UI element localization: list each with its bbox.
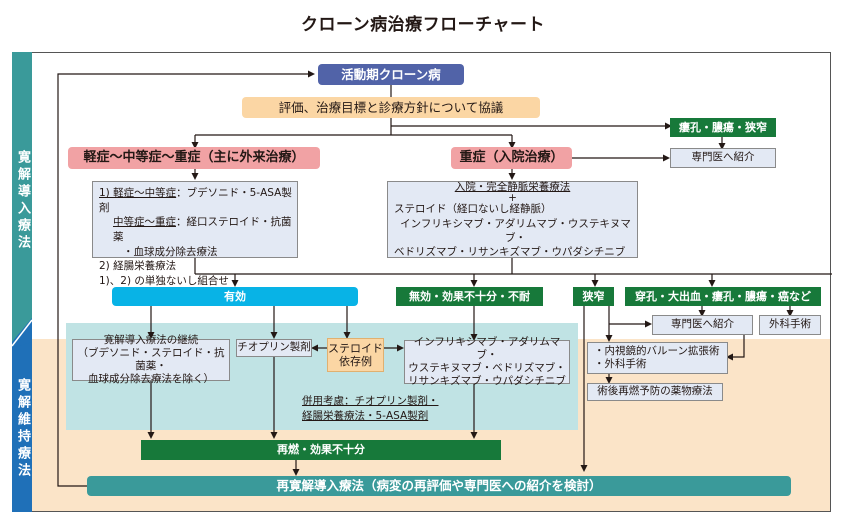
thiopurine-box: チオプリン製剤 bbox=[236, 339, 312, 357]
balloon-surgery-box: ・内視鏡的バルーン拡張術 ・外科手術 bbox=[587, 342, 728, 374]
induction-phase-label: 寛解導入療法 bbox=[15, 150, 30, 252]
referral-specialist-node-mid: 専門医へ紹介 bbox=[652, 315, 753, 335]
induction-phase-sidebar bbox=[12, 52, 32, 342]
mild-treatment-box: 1) 軽症～中等症：ブデソニド・5-ASA製剤 中等症～重症：経口ステロイド・抗… bbox=[92, 181, 298, 287]
page-title: クローン病治療フローチャート bbox=[301, 15, 545, 35]
reinduction-node: 再寛解導入療法（病変の再評価や専門医への紹介を検討） bbox=[87, 476, 791, 496]
maintenance-phase-label: 寛解維持療法 bbox=[15, 378, 30, 480]
severe-line5: ベドリズマブ・リサンキズマブ・ウパダシチニブ bbox=[394, 245, 626, 258]
note-line1: 併用考慮：チオプリン製剤・ bbox=[302, 395, 439, 407]
moderate-label: 中等症～重症 bbox=[113, 216, 176, 229]
continue-line3: 血球成分除去療法を除く） bbox=[88, 373, 214, 386]
loop-arrow bbox=[57, 70, 315, 487]
postop-prevention-box: 術後再燃予防の薬物療法 bbox=[587, 383, 723, 401]
active-crohns-node: 活動期クローン病 bbox=[318, 64, 464, 85]
severe-line1: 入院・完全静脈栄養療法 bbox=[454, 180, 571, 193]
severe-treatment-box: 入院・完全静脈栄養療法 + ステロイド（経口ないし経静脈） インフリキシマブ・ア… bbox=[387, 181, 638, 258]
biologics-line3: リサンキズマブ・ウパダシチニブ bbox=[408, 375, 566, 388]
stenosis-node: 狭窄 bbox=[573, 287, 614, 306]
mild-line3: ・血球成分除去療法 bbox=[123, 245, 218, 258]
balloon-line1: ・内視鏡的バルーン拡張術 bbox=[594, 344, 720, 357]
mild-value: ：ブデソニド・5-ASA製剤 bbox=[99, 187, 292, 214]
perforation-node: 穿孔・大出血・瘻孔・膿瘍・癌など bbox=[625, 287, 821, 306]
note-line2: 経腸栄養療法・5-ASA製剤 bbox=[302, 410, 429, 423]
severe-line3: ステロイド（経口ないし経静脈） bbox=[394, 203, 552, 216]
continue-induction-box: 寛解導入療法の継続 （ブデソニド・ステロイド・抗菌薬・ 血球成分除去療法を除く） bbox=[72, 334, 230, 385]
biologics-line1: インフリキシマブ・アダリムマブ・ bbox=[413, 335, 561, 361]
surgery-node: 外科手術 bbox=[759, 315, 821, 335]
continue-line2: （ブデソニド・ステロイド・抗菌薬・ bbox=[77, 346, 225, 372]
biologics-line2: ウステキヌマブ・ベドリズマブ・ bbox=[408, 362, 566, 374]
steroid-dependent-box: ステロイド 依存例 bbox=[327, 338, 384, 372]
referral-specialist-node-top: 専門医へ紹介 bbox=[670, 148, 776, 168]
mild-line5: 1)、2) の単独ないし組合せ bbox=[99, 275, 229, 288]
mild-moderate-node: 軽症～中等症～重症（主に外来治療） bbox=[68, 147, 320, 169]
severe-line4: インフリキシマブ・アダリムマブ・ウステキヌマブ・ bbox=[400, 217, 631, 244]
mild-line4: 2) 経腸栄養療法 bbox=[99, 260, 177, 273]
relapse-node: 再燃・効果不十分 bbox=[141, 440, 501, 460]
severe-node: 重症（入院治療） bbox=[451, 147, 572, 169]
mild-label: 1) 軽症～中等症 bbox=[99, 187, 177, 199]
phase-divider-diagonal bbox=[12, 318, 32, 348]
maintenance-phase-sidebar bbox=[12, 342, 32, 512]
biologics-box: インフリキシマブ・アダリムマブ・ ウステキヌマブ・ベドリズマブ・ リサンキズマブ… bbox=[404, 336, 570, 387]
evaluation-node: 評価、治療目標と診療方針について協議 bbox=[242, 97, 540, 118]
balloon-line2: ・外科手術 bbox=[594, 358, 647, 370]
moderate-value: ：経口ステロイド・抗菌薬 bbox=[113, 216, 292, 244]
effective-node: 有効 bbox=[112, 287, 358, 306]
mild-moderate-label: 軽症～中等症～重症（主に外来治療） bbox=[83, 149, 305, 165]
severe-line2: + bbox=[508, 192, 517, 205]
fistula-stenosis-node: 瘻孔・膿瘍・狭窄 bbox=[670, 118, 776, 137]
ineffective-node: 無効・効果不十分・不耐 bbox=[396, 287, 543, 306]
continue-line1: 寛解導入療法の継続 bbox=[103, 333, 199, 346]
severe-label: 重症（入院治療） bbox=[459, 149, 564, 165]
steroid-dependent-line2: 依存例 bbox=[339, 355, 372, 368]
steroid-dependent-line1: ステロイド bbox=[328, 341, 383, 355]
combined-consideration-note: 併用考慮：チオプリン製剤・ 経腸栄養療法・5-ASA製剤 bbox=[302, 394, 439, 424]
